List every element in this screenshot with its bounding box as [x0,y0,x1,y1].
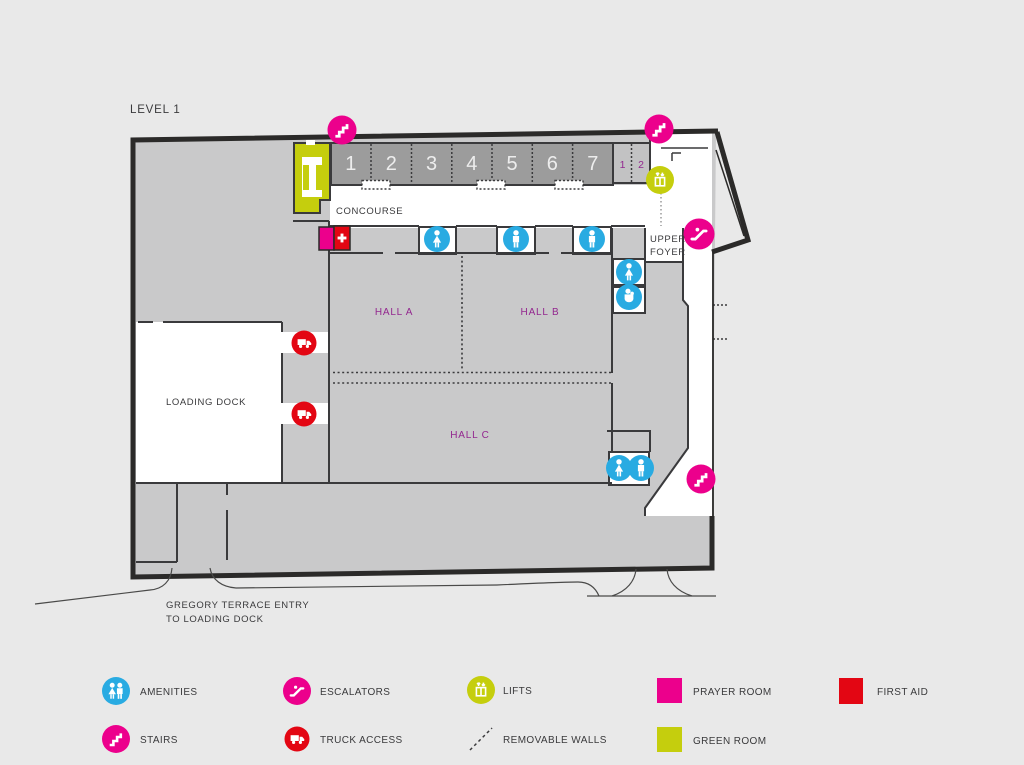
room-number: 4 [466,153,478,175]
stairs-icon [327,115,357,145]
page-title: LEVEL 1 [130,104,181,116]
truck-icon [291,330,317,356]
hall-a-label: HALL A [375,307,413,318]
escalator-icon [283,677,311,705]
amenities-icon-female [424,226,450,252]
loading-dock-label: LOADING DOCK [166,397,246,408]
room-number: 2 [386,153,398,175]
small-room-number: 1 [620,159,626,171]
interior-wall-details [661,147,708,161]
upper-foyer-label-line2: FOYER [650,247,686,258]
amenities-icon-female [606,455,632,481]
amenities-icon-male [579,226,605,252]
concourse-label: CONCOURSE [336,206,403,217]
amenities-icon-male [503,226,529,252]
truck-icon [291,401,317,427]
room-number: 5 [506,153,518,175]
angled-flap-wall [711,131,752,255]
legend: AMENITIES ESCALATORS LIFTS PRAYER ROOM F… [102,676,928,753]
green-room [293,140,331,214]
lift-icon [467,676,495,704]
first-aid-swatch [839,678,863,704]
room-number: 1 [345,153,357,175]
dashed-line-icon [469,727,493,751]
concourse-area [330,132,712,228]
removable-walls-halls [333,256,611,384]
amenities-icon-parent [616,284,642,310]
legend-label-green-room: GREEN ROOM [693,736,766,747]
stairs-icon [102,725,130,753]
legend-label-removable-walls: REMOVABLE WALLS [503,735,607,746]
prayer-room-swatch [657,678,682,703]
first-aid-station [333,225,351,251]
upper-foyer-label-line1: UPPER [650,234,686,245]
small-room-number: 2 [638,159,644,171]
foyer-corridor-area [645,228,712,516]
stairs-icon [686,464,716,494]
upper-foyer-area [645,228,683,262]
loading-dock-area [136,322,282,483]
interior-walls [136,132,689,563]
lift-icon [646,166,674,194]
meeting-room-numbers: 1 2 3 4 5 6 7 1 2 [345,153,644,175]
room-number: 6 [547,153,559,175]
amenities-icon [102,677,130,705]
legend-label-prayer-room: PRAYER ROOM [693,687,772,698]
legend-label-stairs: STAIRS [140,735,178,746]
legend-label-first-aid: FIRST AID [877,687,928,698]
removable-door-openings [361,179,584,190]
legend-label-escalators: ESCALATORS [320,687,390,698]
legend-label-lifts: LIFTS [503,686,532,697]
room-number: 3 [426,153,438,175]
truck-icon [284,726,310,752]
stairs-icon [644,114,674,144]
escalator-icon [683,218,715,250]
removable-walls-room-dividers [370,144,650,184]
green-room-swatch [657,727,682,752]
map-icons [291,114,716,494]
amenities-icon-female [616,259,642,285]
room-number: 7 [587,153,599,175]
prayer-room [318,226,335,251]
hall-b-label: HALL B [521,307,560,318]
entry-note-line2: TO LOADING DOCK [166,614,264,625]
legend-label-amenities: AMENITIES [140,687,198,698]
amenities-icon-male [628,455,654,481]
entry-note-line1: GREGORY TERRACE ENTRY [166,600,309,611]
legend-label-truck-access: TRUCK ACCESS [320,735,403,746]
hall-c-label: HALL C [450,430,489,441]
driveway-lines [34,567,716,605]
